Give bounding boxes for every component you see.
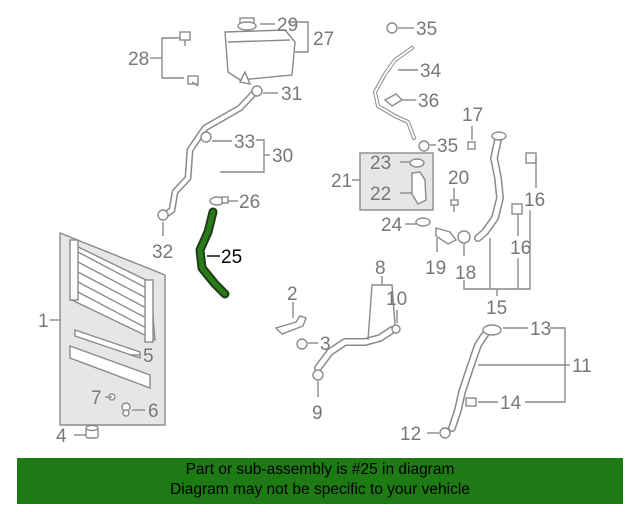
bracket-part[interactable] (274, 315, 307, 335)
banner-line-1: Part or sub-assembly is #25 in diagram (185, 461, 455, 478)
callout-23[interactable]: 23 (370, 153, 391, 174)
callout-5[interactable]: 5 (143, 346, 154, 367)
callout-8[interactable]: 8 (375, 258, 386, 279)
callout-14[interactable]: 14 (500, 393, 522, 414)
hose-25-part[interactable] (195, 207, 230, 299)
callout-34[interactable]: 34 (420, 61, 442, 82)
callout-3[interactable]: 3 (320, 334, 331, 355)
callout-11[interactable]: 11 (572, 356, 592, 377)
callout-29[interactable]: 29 (277, 15, 298, 36)
fitting-part[interactable] (435, 227, 458, 245)
callout-16-bottom[interactable]: 16 (510, 238, 531, 259)
callout-10[interactable]: 10 (386, 289, 407, 310)
hose-clamp-part[interactable] (439, 324, 502, 439)
callout-18[interactable]: 18 (455, 263, 476, 284)
hose-clamp-part[interactable] (209, 196, 229, 206)
callout-35-top[interactable]: 35 (416, 19, 437, 40)
callout-27[interactable]: 27 (313, 29, 334, 50)
callout-31[interactable]: 31 (281, 84, 302, 105)
callout-33[interactable]: 33 (234, 132, 255, 153)
callout-20[interactable]: 20 (448, 168, 469, 189)
hose-clamp-part[interactable] (296, 338, 308, 350)
callout-6[interactable]: 6 (148, 401, 159, 422)
hose-clamp-part[interactable] (157, 85, 263, 221)
callout-32[interactable]: 32 (152, 242, 173, 263)
callout-19[interactable]: 19 (425, 258, 446, 279)
callout-12[interactable]: 12 (400, 424, 421, 445)
callout-16-top[interactable]: 16 (524, 190, 545, 211)
hose-clamp-part[interactable] (312, 324, 401, 381)
banner-line-2: Diagram may not be specific to your vehi… (170, 481, 470, 498)
callout-22[interactable]: 22 (370, 184, 391, 205)
radiator-assembly[interactable] (59, 231, 166, 426)
info-banner: Part or sub-assembly is #25 in diagram D… (17, 458, 623, 504)
callout-30[interactable]: 30 (272, 146, 293, 167)
callout-24[interactable]: 24 (381, 215, 403, 236)
callout-1[interactable]: 1 (38, 311, 49, 332)
callout-9[interactable]: 9 (312, 403, 323, 424)
parts-diagram: 1 5 6 7 4 29 27 28 31 33 30 (38, 15, 592, 447)
bracket-part[interactable] (383, 93, 404, 107)
callout-25[interactable]: 25 (221, 247, 242, 268)
radiator-cap-part[interactable] (85, 424, 99, 439)
callout-17[interactable]: 17 (462, 105, 483, 126)
callout-36[interactable]: 36 (418, 91, 439, 112)
hose-clamp-part[interactable] (457, 131, 537, 244)
callout-13[interactable]: 13 (530, 319, 551, 340)
reservoir-tank-part[interactable] (224, 17, 296, 85)
callout-26[interactable]: 26 (239, 192, 260, 213)
bolt-part[interactable] (179, 31, 199, 87)
filler-neck-part[interactable] (409, 158, 427, 205)
hose-clamp-part[interactable] (415, 217, 431, 227)
callout-28[interactable]: 28 (128, 49, 149, 70)
callout-35-bottom[interactable]: 35 (437, 136, 458, 157)
hose-clamp-part[interactable] (386, 22, 430, 152)
callout-7[interactable]: 7 (91, 388, 102, 409)
bolt-part[interactable] (450, 199, 459, 212)
callout-21[interactable]: 21 (331, 171, 352, 192)
callout-4[interactable]: 4 (56, 426, 67, 447)
callout-15[interactable]: 15 (486, 298, 507, 319)
callout-2[interactable]: 2 (287, 284, 298, 305)
